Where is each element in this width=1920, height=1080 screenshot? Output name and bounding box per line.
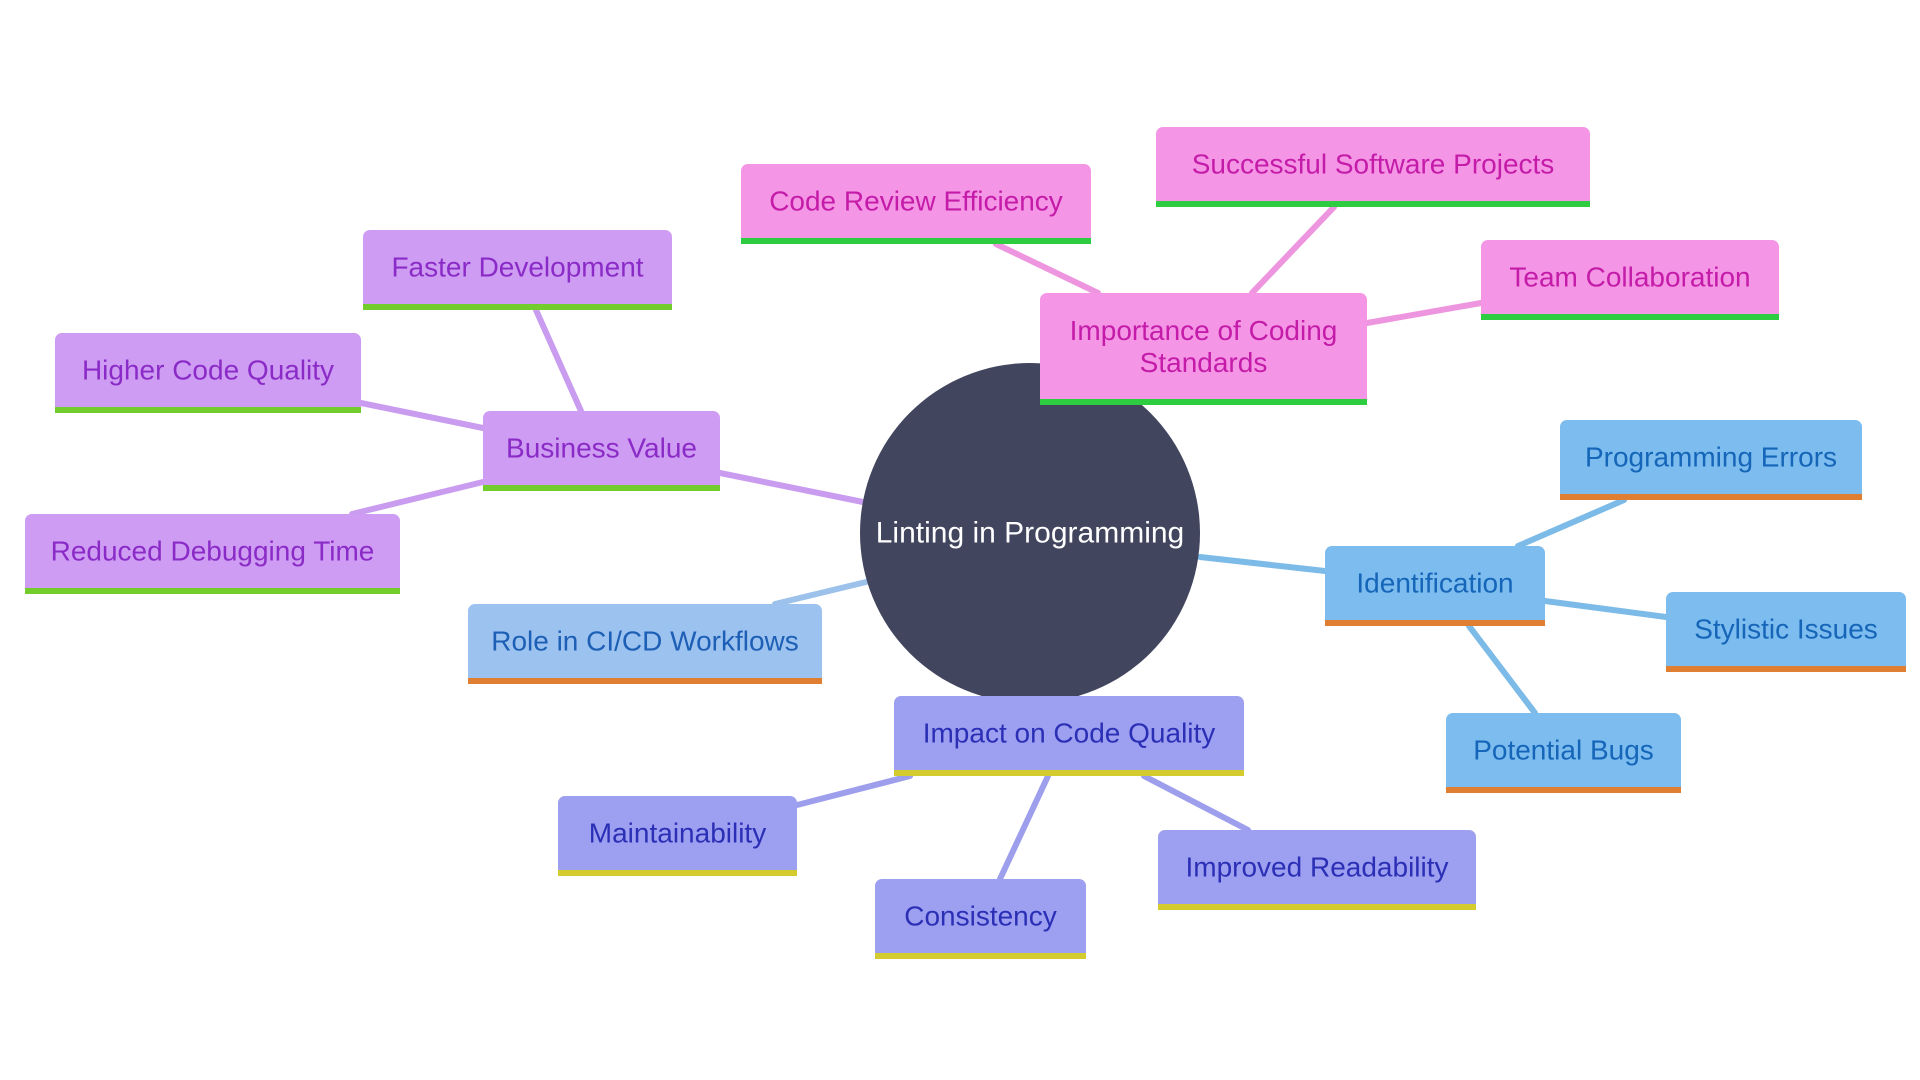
edge-higher-code-quality bbox=[358, 400, 486, 431]
node-box-successful-software-projects bbox=[1156, 127, 1590, 207]
node-label-consistency: Consistency bbox=[904, 901, 1057, 932]
node-improved-readability: Improved Readability bbox=[1158, 830, 1476, 910]
node-underline-reduced-debugging-time bbox=[25, 588, 400, 594]
node-label-maintainability: Maintainability bbox=[589, 818, 766, 849]
node-box-potential-bugs bbox=[1446, 713, 1681, 793]
node-label-team-collaboration: Team Collaboration bbox=[1509, 262, 1750, 293]
node-underline-consistency bbox=[875, 953, 1086, 959]
node-box-maintainability bbox=[558, 796, 797, 876]
node-label-business-value: Business Value bbox=[506, 433, 697, 464]
node-underline-business-value bbox=[483, 485, 720, 491]
node-label-programming-errors: Programming Errors bbox=[1585, 442, 1837, 473]
node-identification: Identification bbox=[1325, 546, 1545, 626]
node-reduced-debugging-time: Reduced Debugging Time bbox=[25, 514, 400, 594]
node-label-stylistic-issues: Stylistic Issues bbox=[1694, 614, 1878, 645]
node-box-higher-code-quality bbox=[55, 333, 361, 413]
node-label-potential-bugs: Potential Bugs bbox=[1473, 735, 1654, 766]
edge-programming-errors bbox=[1515, 497, 1627, 549]
node-label-successful-software-projects: Successful Software Projects bbox=[1192, 149, 1555, 180]
node-box-stylistic-issues bbox=[1666, 592, 1906, 672]
node-underline-faster-development bbox=[363, 304, 672, 310]
node-box-code-review-efficiency bbox=[741, 164, 1091, 244]
node-label-role-in-ci-cd-workflows: Role in CI/CD Workflows bbox=[491, 626, 799, 657]
node-faster-development: Faster Development bbox=[363, 230, 672, 310]
node-impact-on-code-quality: Impact on Code Quality bbox=[894, 696, 1244, 776]
node-role-in-ci-cd-workflows: Role in CI/CD Workflows bbox=[468, 604, 822, 684]
node-underline-identification bbox=[1325, 620, 1545, 626]
node-consistency: Consistency bbox=[875, 879, 1086, 959]
edge-role-in-ci-cd-workflows bbox=[772, 579, 869, 607]
node-potential-bugs: Potential Bugs bbox=[1446, 713, 1681, 793]
node-underline-programming-errors bbox=[1560, 494, 1862, 500]
node-business-value: Business Value bbox=[483, 411, 720, 491]
node-box-impact-on-code-quality bbox=[894, 696, 1244, 776]
node-box-role-in-ci-cd-workflows bbox=[468, 604, 822, 684]
node-label-identification: Identification bbox=[1356, 568, 1513, 599]
edge-team-collaboration bbox=[1364, 300, 1484, 326]
node-label-higher-code-quality: Higher Code Quality bbox=[82, 355, 334, 386]
node-box-faster-development bbox=[363, 230, 672, 310]
node-underline-successful-software-projects bbox=[1156, 201, 1590, 207]
edge-potential-bugs bbox=[1466, 623, 1538, 716]
node-box-improved-readability bbox=[1158, 830, 1476, 910]
node-underline-potential-bugs bbox=[1446, 787, 1681, 793]
node-underline-stylistic-issues bbox=[1666, 666, 1906, 672]
node-programming-errors: Programming Errors bbox=[1560, 420, 1862, 500]
edge-business-value bbox=[717, 470, 866, 505]
node-underline-impact-on-code-quality bbox=[894, 770, 1244, 776]
edge-stylistic-issues bbox=[1542, 598, 1669, 620]
node-higher-code-quality: Higher Code Quality bbox=[55, 333, 361, 413]
root-node: Linting in Programming bbox=[860, 363, 1200, 703]
node-underline-importance-of-coding-standards bbox=[1040, 399, 1367, 405]
node-box-team-collaboration bbox=[1481, 240, 1779, 320]
node-label-improved-readability: Improved Readability bbox=[1185, 852, 1448, 883]
node-box-programming-errors bbox=[1560, 420, 1862, 500]
node-stylistic-issues: Stylistic Issues bbox=[1666, 592, 1906, 672]
node-underline-role-in-ci-cd-workflows bbox=[468, 678, 822, 684]
edge-identification bbox=[1197, 554, 1328, 574]
node-underline-improved-readability bbox=[1158, 904, 1476, 910]
root-label: Linting in Programming bbox=[876, 517, 1184, 550]
node-team-collaboration: Team Collaboration bbox=[1481, 240, 1779, 320]
edge-maintainability bbox=[794, 773, 913, 808]
node-box-business-value bbox=[483, 411, 720, 491]
node-underline-maintainability bbox=[558, 870, 797, 876]
node-maintainability: Maintainability bbox=[558, 796, 797, 876]
node-box-importance-of-coding-standards bbox=[1040, 293, 1367, 405]
node-underline-team-collaboration bbox=[1481, 314, 1779, 320]
node-box-reduced-debugging-time bbox=[25, 514, 400, 594]
node-label-reduced-debugging-time: Reduced Debugging Time bbox=[51, 536, 375, 567]
edge-reduced-debugging-time bbox=[349, 479, 486, 517]
node-label-faster-development: Faster Development bbox=[391, 252, 643, 283]
node-box-consistency bbox=[875, 879, 1086, 959]
node-underline-code-review-efficiency bbox=[741, 238, 1091, 244]
node-successful-software-projects: Successful Software Projects bbox=[1156, 127, 1590, 207]
edge-consistency bbox=[997, 773, 1051, 882]
edge-code-review-efficiency bbox=[993, 241, 1101, 296]
node-code-review-efficiency: Code Review Efficiency bbox=[741, 164, 1091, 244]
node-label-code-review-efficiency: Code Review Efficiency bbox=[769, 186, 1063, 217]
node-box-identification bbox=[1325, 546, 1545, 626]
edge-successful-software-projects bbox=[1249, 204, 1337, 296]
node-label-impact-on-code-quality: Impact on Code Quality bbox=[923, 718, 1216, 749]
root-circle bbox=[860, 363, 1200, 703]
edge-faster-development bbox=[533, 307, 584, 414]
edge-improved-readability bbox=[1141, 773, 1251, 833]
node-underline-higher-code-quality bbox=[55, 407, 361, 413]
